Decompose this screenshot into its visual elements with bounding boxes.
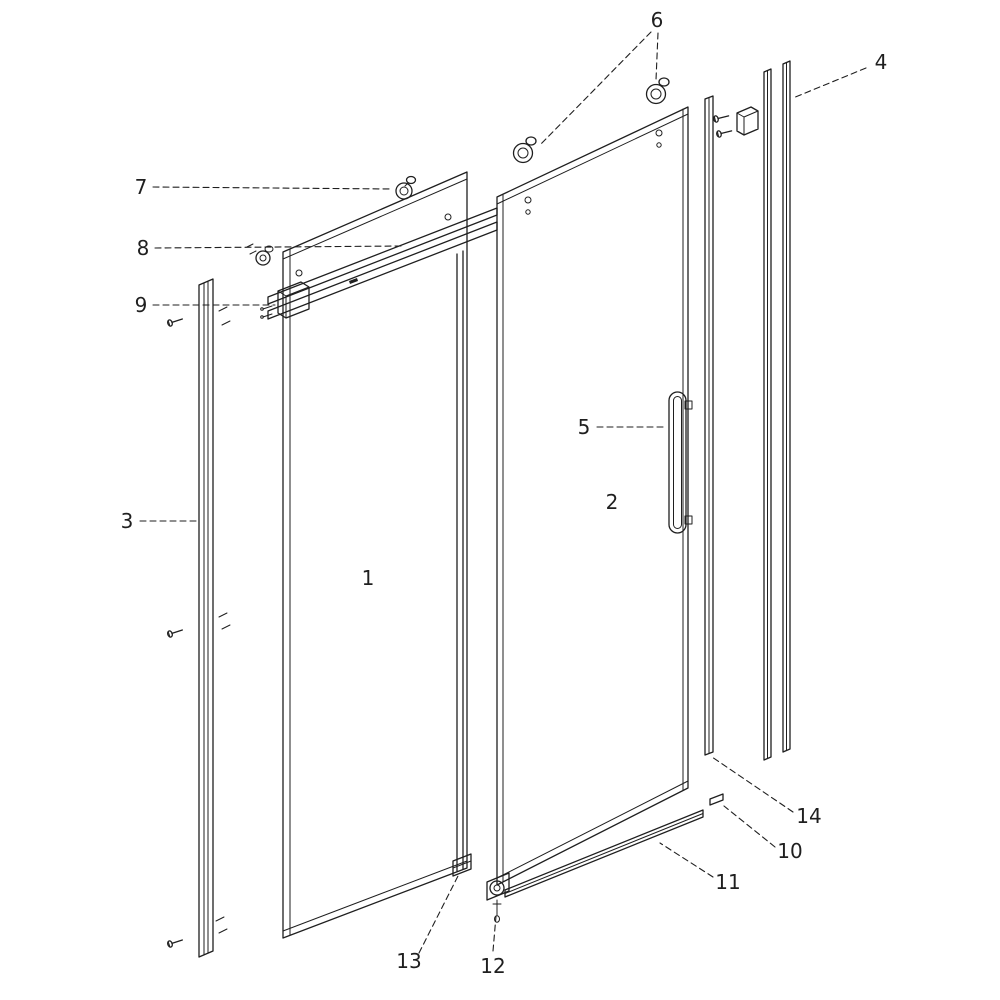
leader-line-4 [792,67,867,99]
roller-7 [395,175,417,200]
part-label-7: 7 [135,175,148,199]
part-label-3: 3 [121,509,134,533]
part-label-6: 6 [651,8,664,32]
part-label-4: 4 [875,50,888,74]
part-label-5: 5 [578,415,591,439]
part-label-14: 14 [796,804,821,828]
leader-line-14 [711,756,794,813]
wall-profile-right [704,95,714,756]
part-label-8: 8 [137,236,150,260]
seal-strips [763,60,791,761]
wall-mount-block [712,106,759,139]
top-track [246,207,498,320]
rollers-6 [512,77,670,164]
part-label-1: 1 [362,566,375,590]
track-end-wheel [246,243,274,266]
leader-line-12 [492,915,497,952]
bottom-bracket-13 [452,853,472,877]
part-label-11: 11 [715,870,740,894]
leader-line-8 [154,245,403,249]
part-label-13: 13 [396,949,421,973]
leader-line-7 [152,186,393,190]
leader-line-6a [538,31,652,147]
wall-profile-left [166,278,231,958]
leader-line-11 [659,842,714,878]
track-bracket [260,281,310,319]
part-labels: 1 2 3 4 5 6 7 8 9 10 11 12 13 14 [121,8,888,978]
center-stile [452,250,472,877]
screw-icon [166,936,185,949]
part-label-9: 9 [135,293,148,317]
glass-panel-2 [496,106,689,886]
bottom-rail [504,809,704,898]
leader-lines [139,31,867,954]
leader-line-13 [418,873,460,954]
screw-icon [712,112,731,124]
leader-line-10 [723,805,776,848]
part-label-12: 12 [480,954,505,978]
part-label-10: 10 [777,839,802,863]
bottom-clip [709,793,724,806]
door-handle [668,391,693,534]
bottom-guide [486,872,510,923]
part-label-2: 2 [606,490,619,514]
leader-line-6b [655,32,659,81]
screw-icon [715,127,734,139]
screw-icon [166,626,185,639]
screw-icon [166,315,185,328]
